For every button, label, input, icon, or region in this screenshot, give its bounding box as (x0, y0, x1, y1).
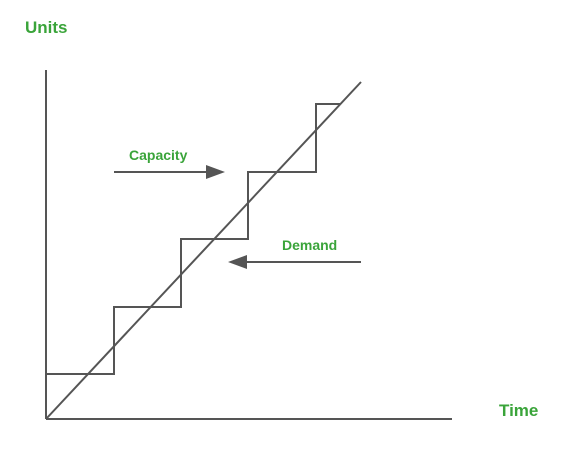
capacity-step-line (46, 103, 340, 375)
demand-label: Demand (282, 237, 338, 253)
y-axis-title: Units (25, 18, 68, 37)
capacity-label: Capacity (129, 147, 188, 163)
demand-line (45, 81, 362, 420)
demand-arrow (228, 255, 361, 269)
capacity-arrow (114, 165, 225, 179)
x-axis-title: Time (499, 401, 539, 420)
